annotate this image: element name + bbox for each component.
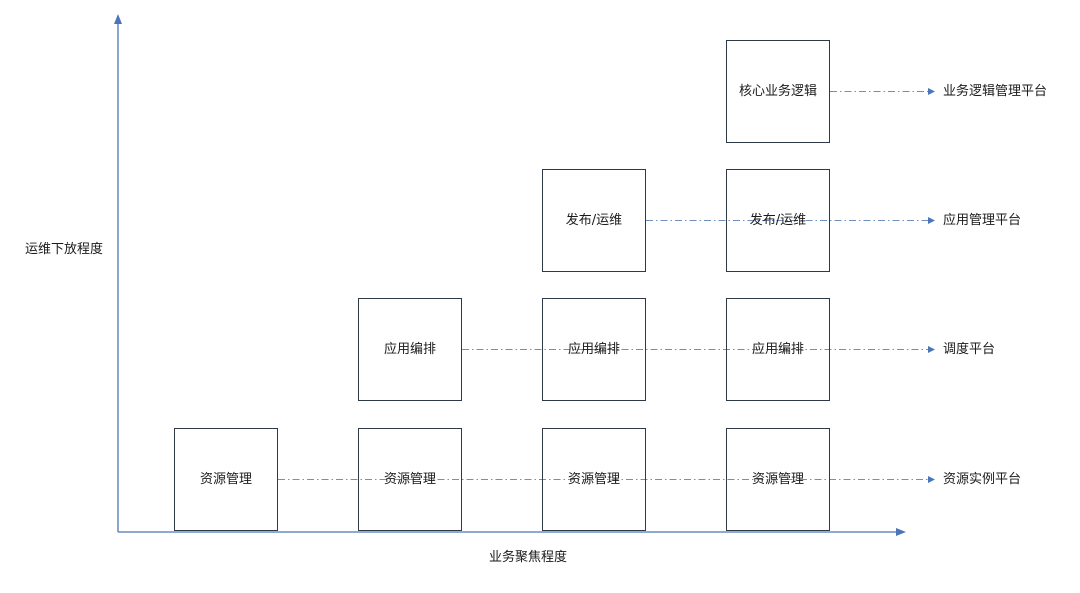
component-label: 核心业务逻辑: [738, 83, 818, 99]
y-axis-arrow-icon: [114, 14, 122, 24]
component-box: [174, 428, 278, 531]
y-axis-label: 运维下放程度: [25, 242, 104, 257]
component-label: 资源管理: [567, 471, 621, 487]
x-axis-arrow-icon: [896, 528, 906, 536]
platform-label: 应用管理平台: [943, 212, 1022, 228]
component-box: [358, 298, 462, 401]
component-label: 发布/运维: [749, 212, 807, 228]
component-box: [726, 40, 830, 143]
component-label: 应用编排: [383, 341, 437, 357]
component-label: 资源管理: [751, 471, 805, 487]
component-label: 应用编排: [751, 341, 805, 357]
connector-lines: [278, 88, 935, 483]
component-box: [726, 428, 830, 531]
x-axis-label: 业务聚焦程度: [489, 550, 568, 565]
component-label: 资源管理: [199, 471, 253, 487]
connector-arrow-icon: [928, 88, 935, 95]
component-box: [542, 169, 646, 272]
component-box: [542, 428, 646, 531]
component-box: [726, 169, 830, 272]
connector-arrow-icon: [928, 346, 935, 353]
component-label: 发布/运维: [565, 212, 623, 228]
connector-arrow-icon: [928, 217, 935, 224]
component-label: 应用编排: [567, 341, 621, 357]
platform-label: 调度平台: [943, 341, 996, 357]
platform-label: 业务逻辑管理平台: [943, 83, 1048, 99]
platform-label: 资源实例平台: [943, 471, 1022, 487]
connector-arrow-icon: [928, 476, 935, 483]
component-box: [726, 298, 830, 401]
component-box: [358, 428, 462, 531]
component-label: 资源管理: [383, 471, 437, 487]
component-box: [542, 298, 646, 401]
